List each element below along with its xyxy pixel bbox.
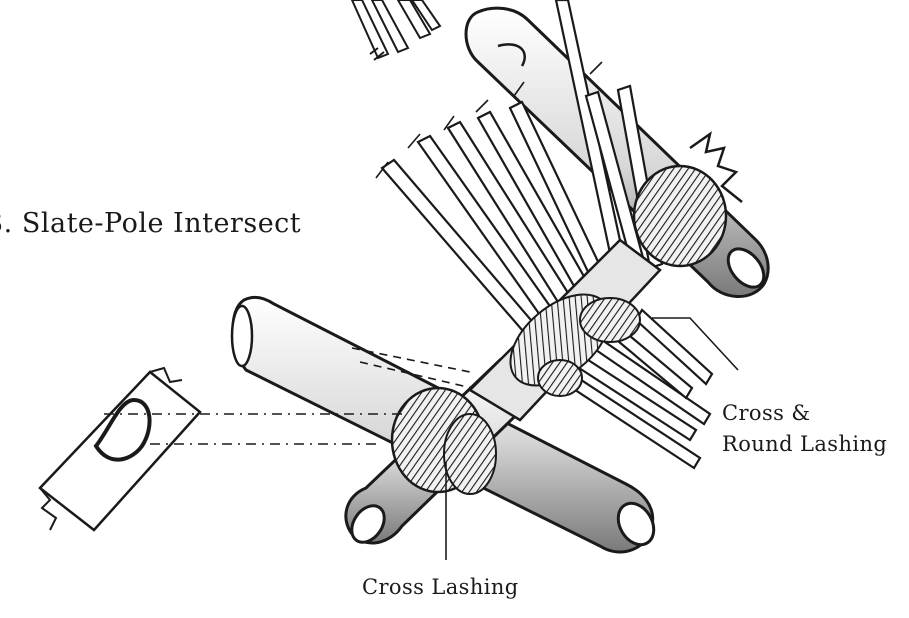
figure-title: 3. Slate-Pole Intersect xyxy=(0,208,301,239)
notched-pole-detail xyxy=(40,368,200,530)
cross-round-label-line2: Round Lashing xyxy=(722,429,887,460)
cross-round-lashing-label: Cross & Round Lashing xyxy=(722,398,887,460)
slat-tips-top xyxy=(352,0,440,60)
cross-round-label-line1: Cross & xyxy=(722,398,887,429)
cross-lashing-label: Cross Lashing xyxy=(362,575,519,599)
